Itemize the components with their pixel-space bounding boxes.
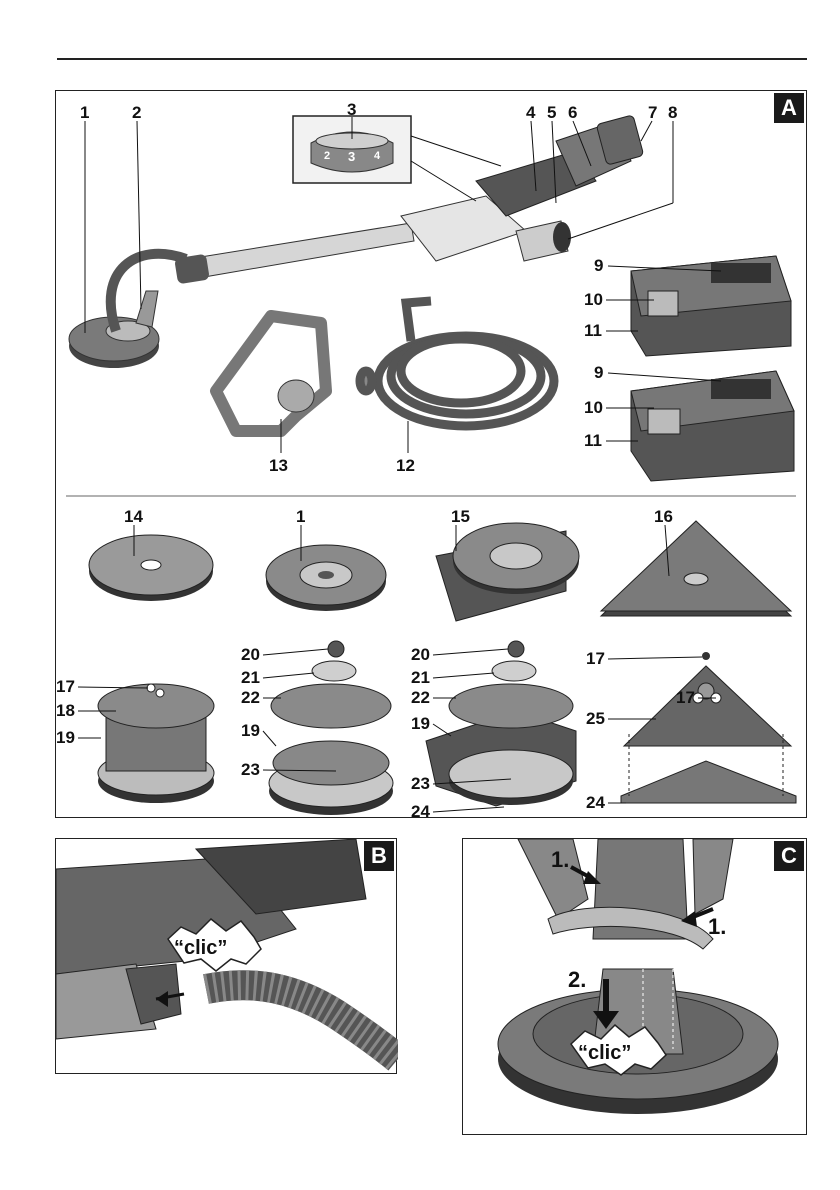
label-7: 7 (648, 103, 657, 122)
label-1-pad: 1 (296, 507, 305, 526)
label-22-right: 22 (411, 688, 430, 707)
dial-number-4: 4 (374, 150, 381, 162)
label-9-bottom: 9 (594, 363, 603, 382)
label-15: 15 (451, 507, 470, 526)
label-6: 6 (568, 103, 577, 122)
label-23-middle: 23 (241, 760, 260, 779)
exploded-head-right (426, 641, 576, 806)
header-rule (57, 58, 807, 60)
dial-number-3: 3 (348, 149, 355, 164)
label-21-middle: 21 (241, 668, 260, 687)
label-19-middle: 19 (241, 721, 260, 740)
step-1-right: 1. (708, 914, 726, 939)
label-24-triangle: 24 (586, 793, 605, 812)
step-1-left: 1. (551, 847, 569, 872)
label-13: 13 (269, 456, 288, 475)
label-3: 3 (347, 100, 356, 119)
panel-c-illustration: 1. 1. 2. “clic” (463, 839, 808, 1136)
label-4: 4 (526, 103, 536, 122)
label-11-top: 11 (584, 321, 602, 340)
label-17-top-right: 17 (586, 649, 605, 668)
clic-text-c: “clic” (578, 1042, 631, 1064)
sanding-pad-14 (89, 535, 213, 601)
sanding-pad-1 (266, 545, 386, 611)
label-20-middle: 20 (241, 645, 260, 664)
clic-text-b: “clic” (174, 937, 227, 959)
label-19-right: 19 (411, 714, 430, 733)
exploded-head-left (98, 684, 214, 803)
exploded-head-middle (269, 641, 393, 815)
exploded-triangle-head (621, 652, 796, 803)
label-1: 1 (80, 103, 89, 122)
label-25: 25 (586, 709, 605, 728)
label-18: 18 (56, 701, 75, 720)
label-10-top: 10 (584, 290, 603, 309)
label-5: 5 (547, 103, 556, 122)
battery-large (631, 371, 794, 481)
label-22-middle: 22 (241, 688, 260, 707)
panel-b: B “clic” (55, 838, 397, 1074)
label-17-mid-right: 17 (676, 688, 695, 707)
speed-dial-inset: 2 3 4 (293, 116, 501, 201)
triangular-pad-16 (601, 521, 791, 616)
label-12: 12 (396, 456, 415, 475)
sanding-head-15 (436, 523, 579, 621)
label-19-left: 19 (56, 728, 75, 747)
label-10-bottom: 10 (584, 398, 603, 417)
label-23-right: 23 (411, 774, 430, 793)
label-20-right: 20 (411, 645, 430, 664)
panel-c: C 1. 1. 2. “clic” (462, 838, 807, 1135)
label-2: 2 (132, 103, 141, 122)
label-24-right: 24 (411, 802, 430, 819)
label-17-left: 17 (56, 677, 75, 696)
label-8: 8 (668, 103, 677, 122)
label-16: 16 (654, 507, 673, 526)
panel-a-illustration: 2 3 4 (56, 91, 808, 819)
panel-b-illustration: “clic” (56, 839, 398, 1075)
suction-hose (360, 301, 554, 426)
label-21-right: 21 (411, 668, 430, 687)
auxiliary-handle (216, 316, 326, 431)
panel-a: A 2 3 (55, 90, 807, 818)
label-11-bottom: 11 (584, 431, 602, 450)
dial-number-2: 2 (324, 150, 330, 162)
label-14: 14 (124, 507, 143, 526)
step-2: 2. (568, 967, 586, 992)
label-9-top: 9 (594, 256, 603, 275)
